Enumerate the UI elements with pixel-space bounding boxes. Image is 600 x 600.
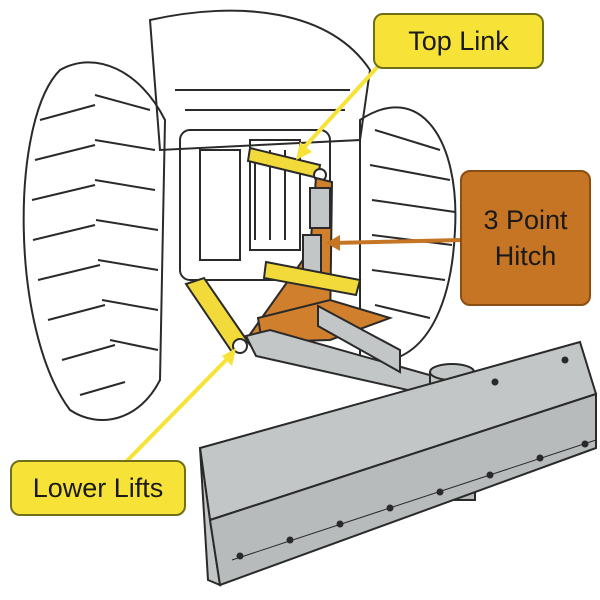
tractor-outline <box>148 9 372 281</box>
lower-lifts-label: Lower Lifts <box>32 472 164 503</box>
hitch-callout: 3 Point Hitch <box>460 170 591 306</box>
hitch-label-line1: 3 Point <box>483 205 568 235</box>
top-link-callout: Top Link <box>373 13 544 69</box>
hitch-arrow <box>326 235 463 251</box>
lower-lifts-arrow <box>118 348 236 470</box>
hitch-label-line2: Hitch <box>494 241 557 271</box>
left-tire <box>22 61 167 421</box>
lower-lifts-callout: Lower Lifts <box>10 460 186 516</box>
top-link-arrow <box>296 60 384 160</box>
blade <box>198 340 598 587</box>
top-link-label: Top Link <box>408 25 509 56</box>
top-link-part <box>246 146 327 182</box>
